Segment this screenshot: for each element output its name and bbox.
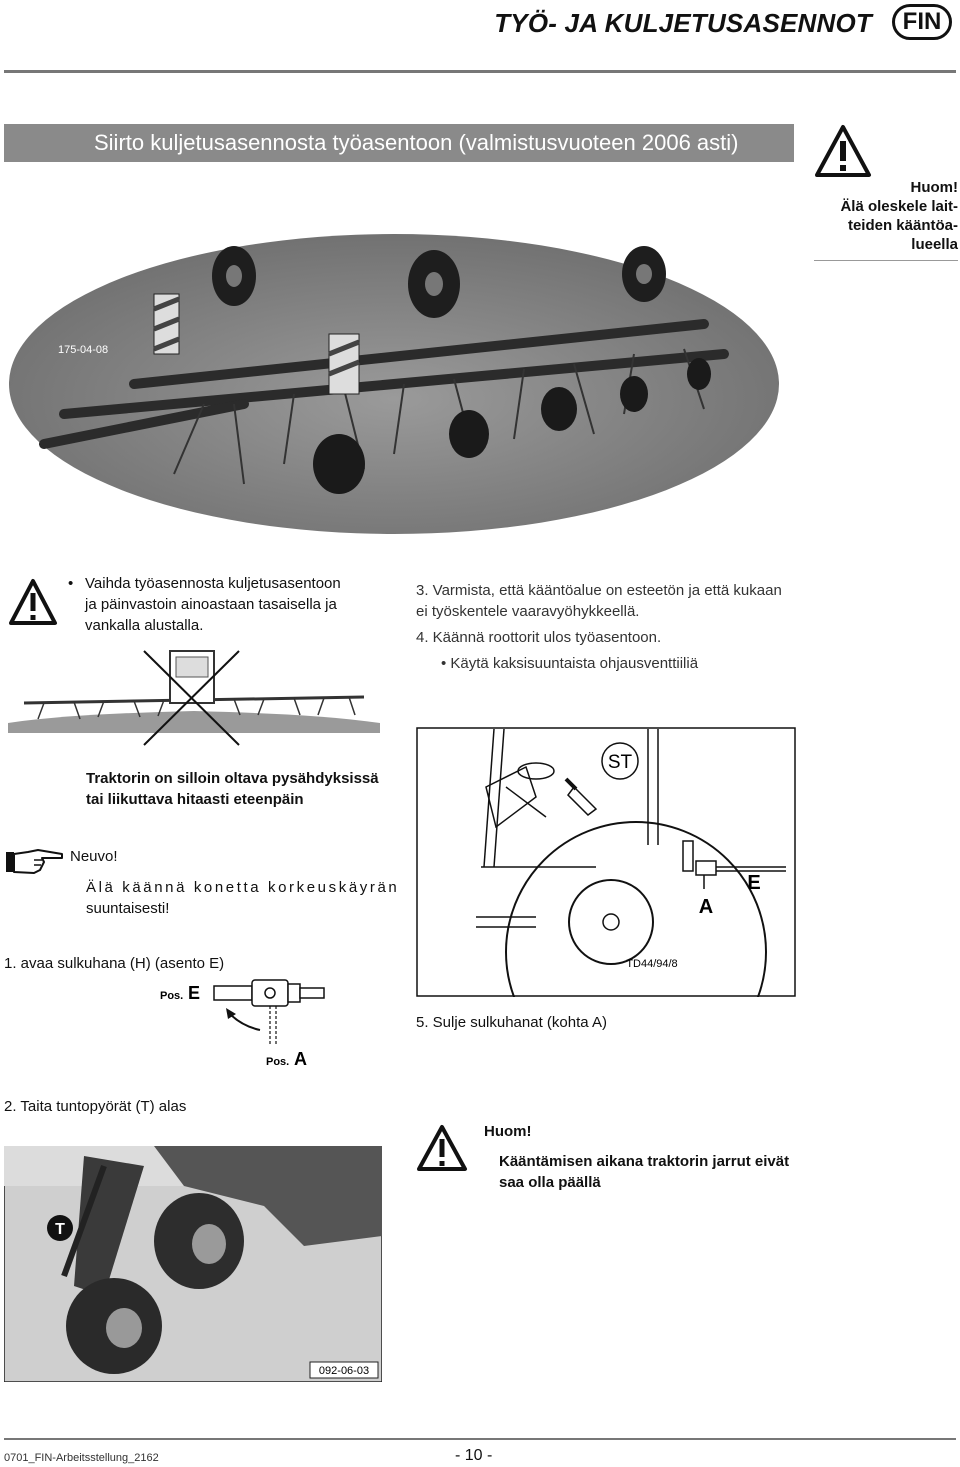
crossed-out-tractor-diagram bbox=[4, 645, 384, 755]
step-3-line: 3. Varmista, että kääntöalue on esteetön… bbox=[416, 582, 782, 599]
pos-e-prefix: Pos. bbox=[160, 990, 183, 1002]
step-4-bullet: • Käytä kaksisuuntaista ohjausventtiiliä bbox=[441, 655, 699, 672]
footer-rule bbox=[4, 1438, 956, 1440]
warning-triangle-icon bbox=[416, 1124, 468, 1177]
tractor-note-line: tai liikuttava hitaasti eteenpäin bbox=[86, 791, 304, 808]
footer-doc-id: 0701_FIN-Arbeitsstellung_2162 bbox=[4, 1452, 159, 1464]
bullet-dot-icon: • bbox=[68, 575, 74, 592]
side-warning: Huom! Älä oleskele lait- teiden kääntöa-… bbox=[814, 178, 958, 261]
right-warning-title: Huom! bbox=[484, 1123, 532, 1140]
tip-title: Neuvo! bbox=[70, 848, 118, 865]
tip-text: Älä käännä konetta korkeuskäyrän suuntai… bbox=[86, 877, 400, 919]
step-5-text: 5. Sulje sulkuhanat (kohta A) bbox=[416, 1014, 607, 1031]
tip-line: Älä käännä konetta korkeuskäyrän bbox=[86, 879, 400, 896]
side-warning-rule bbox=[814, 260, 958, 261]
rake-photo: 175-04-08 bbox=[4, 214, 784, 539]
page-header-title: TYÖ- JA KULJETUSASENNOT bbox=[494, 8, 872, 38]
bullet-line: Vaihda työasennosta kuljetusasentoon bbox=[85, 575, 341, 592]
side-warning-line: lueella bbox=[911, 236, 958, 253]
pointing-hand-icon bbox=[4, 846, 64, 883]
diagram-id-label: TD44/94/8 bbox=[626, 958, 677, 970]
valve-position-diagram: Pos. E Pos. A bbox=[150, 972, 330, 1077]
right-warning-line: Kääntämisen aikana traktorin jarrut eivä… bbox=[499, 1153, 790, 1170]
a-label: A bbox=[699, 896, 713, 918]
bullet-line: vankalla alustalla. bbox=[85, 617, 204, 634]
step-2-text: 2. Taita tuntopyörät (T) alas bbox=[4, 1098, 187, 1115]
header-rule bbox=[4, 70, 956, 73]
bullet-line: ja päinvastoin ainoastaan tasaisella ja bbox=[85, 596, 337, 613]
side-warning-line: Älä oleskele lait- bbox=[840, 198, 958, 215]
step-3-text: 3. Varmista, että kääntöalue on esteetön… bbox=[416, 580, 836, 622]
language-badge: FIN bbox=[892, 4, 952, 40]
section-title-bar: Siirto kuljetusasennosta työasentoon (va… bbox=[4, 124, 794, 162]
gauge-wheel-photo: T 092-06-03 bbox=[3, 1145, 383, 1387]
tip-line: suuntaisesti! bbox=[86, 900, 170, 917]
tractor-note: Traktorin on silloin oltava pysähdyksiss… bbox=[86, 768, 379, 810]
pos-a-prefix: Pos. bbox=[266, 1056, 289, 1068]
pos-a-letter: A bbox=[294, 1049, 307, 1069]
section-title: Siirto kuljetusasennosta työasentoon (va… bbox=[94, 130, 739, 155]
right-warning-text: Kääntämisen aikana traktorin jarrut eivä… bbox=[499, 1151, 789, 1193]
side-warning-line: teiden kääntöa- bbox=[847, 217, 958, 234]
warning-triangle-icon bbox=[814, 124, 872, 183]
side-warning-title: Huom! bbox=[910, 179, 959, 196]
warning-triangle-icon bbox=[8, 578, 58, 631]
photo-id-label: 175-04-08 bbox=[58, 344, 108, 356]
step-1-text: 1. avaa sulkuhana (H) (asento E) bbox=[4, 955, 225, 972]
e-label: E bbox=[747, 872, 760, 894]
photo-id-label: 092-06-03 bbox=[319, 1365, 369, 1377]
right-warning-line: saa olla päällä bbox=[499, 1174, 601, 1191]
tractor-note-line: Traktorin on silloin oltava pysähdyksiss… bbox=[86, 770, 379, 787]
page-number: - 10 - bbox=[455, 1447, 493, 1464]
wheel-t-label: T bbox=[55, 1221, 65, 1238]
bullet-text: • Vaihda työasennosta kuljetusasentoon j… bbox=[68, 573, 380, 636]
pos-e-letter: E bbox=[188, 983, 200, 1003]
step-3-line: ei työskentele vaaravyöhykkeellä. bbox=[416, 603, 640, 620]
st-label: ST bbox=[608, 752, 633, 773]
tractor-valve-diagram: ST A E TD44/94/8 bbox=[416, 727, 796, 1083]
step-4-text: 4. Käännä roottorit ulos työasentoon. bbox=[416, 629, 662, 646]
